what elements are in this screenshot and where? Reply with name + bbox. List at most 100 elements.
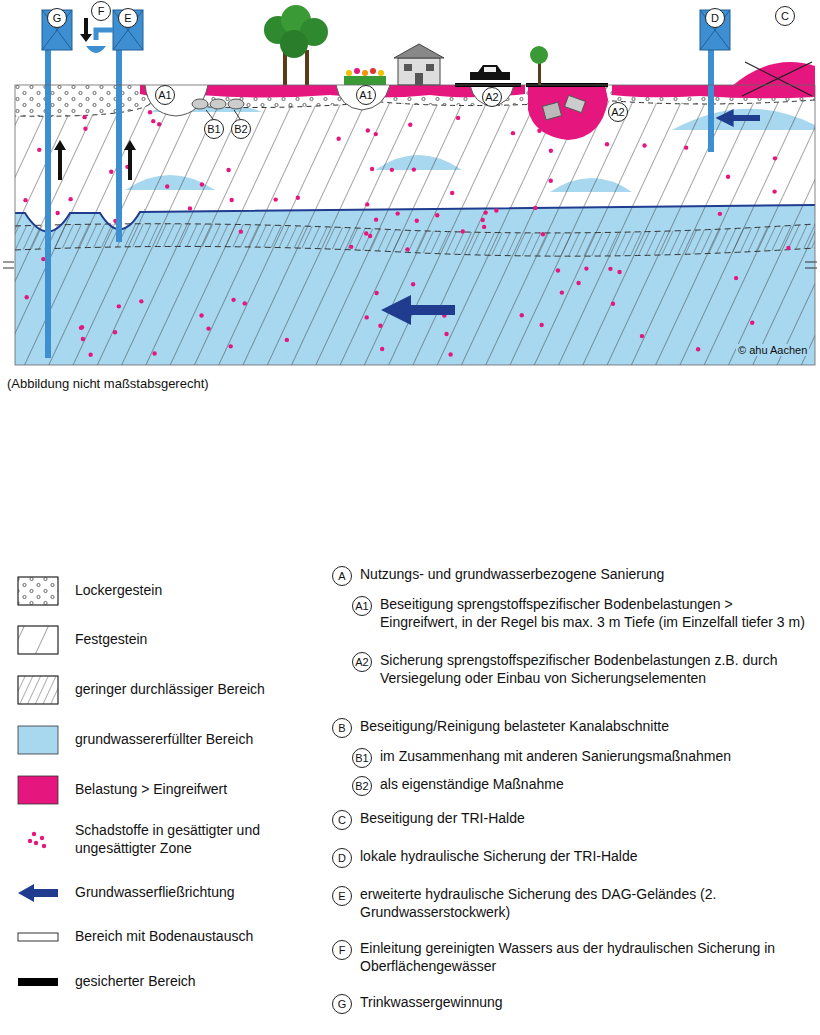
surface-water — [86, 46, 106, 53]
callout-circle: C — [775, 6, 795, 26]
pollutant-dot — [229, 344, 233, 348]
key-letter: A — [332, 566, 352, 586]
callout-circle: A2 — [482, 87, 502, 107]
callout-circle: A2 — [608, 102, 628, 122]
legend-sample — [18, 676, 58, 704]
pollutant-dot — [380, 347, 384, 351]
callout-letter: G — [53, 12, 62, 24]
pollutant-dot — [55, 211, 59, 215]
legend-text: Schadstoffe in gesättigter und ungesätti… — [75, 822, 315, 858]
legend-arrow — [18, 884, 58, 902]
key-entry: BBeseitigung/Reinigung belasteter Kanala… — [332, 718, 800, 738]
pollutant-dot — [726, 175, 730, 179]
key-description: Beseitigung/Reinigung belasteter Kanalab… — [360, 718, 800, 736]
pollutant-dot — [199, 313, 203, 317]
pollutant-dot — [395, 211, 399, 215]
well-e — [86, 10, 143, 242]
trunk — [305, 50, 309, 85]
key-entry: Dlokale hydraulische Sicherung der TRI-H… — [332, 848, 800, 868]
crown — [280, 30, 308, 58]
pollutant-dot — [605, 142, 609, 146]
legend-text: Bereich mit Bodenaustausch — [75, 928, 315, 946]
car-body — [470, 65, 510, 80]
legend-text: grundwassererfüllter Bereich — [75, 731, 315, 749]
pollutant-dot — [450, 191, 454, 195]
key-description: Beseitigung sprengstoffspezifischer Bode… — [380, 596, 805, 632]
pollutant-dot — [415, 219, 419, 223]
legend-sample — [18, 577, 58, 605]
pollutant-dot — [364, 315, 368, 319]
pollutant-dot — [23, 198, 27, 202]
pollutant-dot — [117, 304, 121, 308]
key-entry: CBeseitigung der TRI-Halde — [332, 810, 800, 830]
break-marks — [3, 262, 817, 268]
pollutant-dot — [640, 334, 644, 338]
pollutant-dot — [81, 337, 85, 341]
pollutant-dot — [83, 127, 87, 131]
well-pipe — [116, 48, 122, 242]
window — [404, 64, 412, 71]
pollutant-dot — [772, 189, 776, 193]
pollutant-dot — [408, 123, 412, 127]
callout-letter: A2 — [611, 106, 624, 118]
legend-sample — [18, 933, 58, 941]
pollutant-dot — [109, 170, 113, 174]
pollutant-dot — [188, 206, 192, 210]
legend-sample — [18, 884, 58, 902]
legend-text: gesicherter Bereich — [75, 973, 315, 991]
pollutant-dot — [285, 338, 289, 342]
key-entry: A2Sicherung sprengstoffspezifischer Bode… — [352, 652, 805, 688]
key-description: lokale hydraulische Sicherung der TRI-Ha… — [360, 848, 800, 866]
pollutant-dot — [448, 352, 452, 356]
flower — [354, 68, 360, 74]
legend-sample — [28, 832, 46, 848]
low-permeability-zone — [15, 224, 815, 256]
flow-arrow — [405, 305, 455, 315]
solid-rock — [15, 85, 815, 365]
debris — [542, 102, 561, 120]
pollutant-dot — [239, 229, 243, 233]
pollutant-dot — [444, 332, 448, 336]
key-description: Nutzungs- und grundwasserbezogene Sanier… — [360, 566, 800, 584]
pollutant-dot — [79, 326, 83, 330]
key-description: Trinkwassergewinnung — [360, 994, 800, 1012]
bed — [344, 76, 386, 85]
pollutant-dot — [151, 119, 155, 123]
key-entry: Eerweiterte hydraulische Sicherung des D… — [332, 886, 800, 922]
break-line — [3, 268, 14, 269]
key-letter: A1 — [352, 596, 372, 616]
pollutant-dot — [374, 291, 378, 295]
callout-circle: F — [91, 1, 111, 21]
callout-circle: E — [118, 8, 138, 28]
key-entry: FEinleitung gereinigten Wassers aus der … — [332, 940, 800, 976]
callout-circle: B2 — [231, 119, 251, 139]
pollutant-dot — [511, 131, 515, 135]
pollutant-dot — [336, 137, 340, 141]
callout-circle: B1 — [204, 119, 224, 139]
pollutant-dot — [684, 145, 688, 149]
callout-letter: F — [98, 5, 105, 17]
pump-arrows — [54, 18, 136, 180]
scale-note: (Abbildung nicht maßstabsgerecht) — [5, 376, 211, 391]
pollutant-dot — [494, 208, 498, 212]
callout-letter: E — [124, 12, 131, 24]
pollutant-dot — [696, 347, 700, 351]
pollutant-dot — [483, 210, 487, 214]
pollutant-dot — [584, 266, 588, 270]
callout-letter: A2 — [485, 91, 498, 103]
pollutant-dot — [456, 116, 460, 120]
callout-circle: D — [705, 8, 725, 28]
pollutant-dot — [273, 197, 277, 201]
pollutant-dot — [243, 301, 247, 305]
key-description: Sicherung sprengstoffspezifischer Bodenb… — [380, 652, 805, 688]
legend-text: Grundwasserfließrichtung — [75, 884, 315, 902]
callout-letter: D — [711, 12, 719, 24]
pollutant-dot — [165, 184, 169, 188]
pollutant-dot — [370, 167, 374, 171]
soil-exchange — [145, 85, 208, 116]
pollutant-dot — [365, 202, 369, 206]
callout-letter: A1 — [158, 89, 171, 101]
legend-text: Lockergestein — [75, 582, 315, 600]
